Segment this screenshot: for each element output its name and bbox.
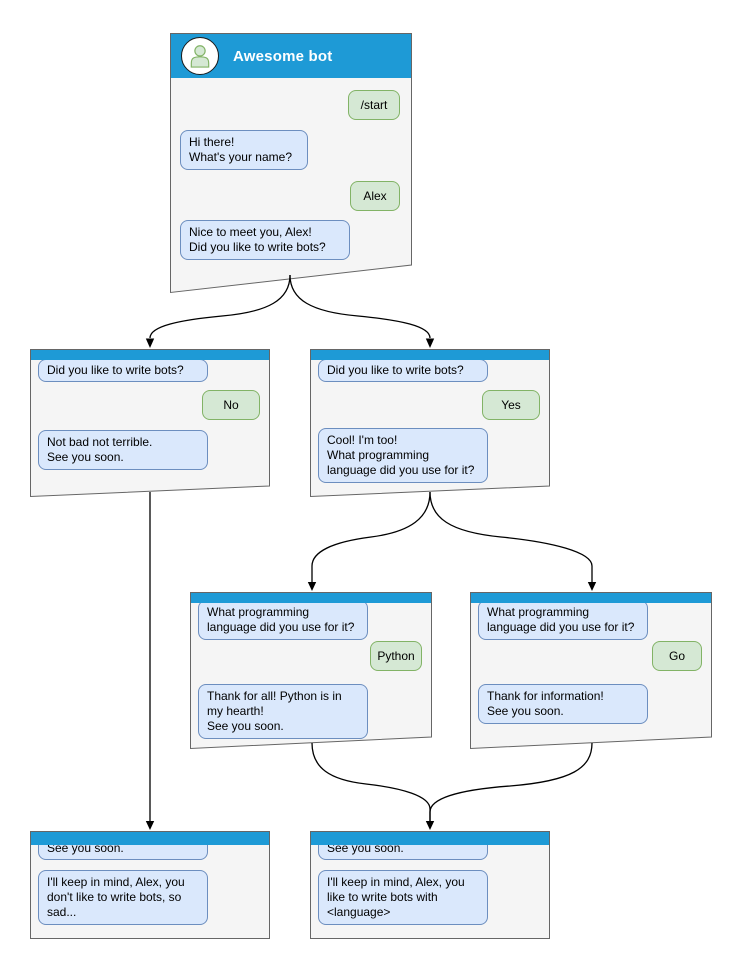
person-icon bbox=[190, 45, 210, 68]
arrow-yes-to-python bbox=[311, 491, 431, 582]
chat-window-header: Awesome bot bbox=[171, 34, 411, 78]
arrowhead-icon bbox=[145, 338, 155, 348]
arrowhead-icon bbox=[145, 821, 155, 830]
chat-window-end-yes: See you soon. I'll keep in mind, Alex, y… bbox=[310, 831, 550, 939]
bot-message-bubble: I'll keep in mind, Alex, you like to wri… bbox=[318, 870, 488, 925]
bot-message-bubble: Thank for all! Python is in my hearth! S… bbox=[198, 684, 368, 739]
chat-window-titlebar bbox=[31, 350, 269, 360]
bot-message-bubble: Did you like to write bots? bbox=[318, 359, 488, 382]
arrowhead-icon bbox=[425, 821, 435, 830]
bot-message-bubble: What programming language did you use fo… bbox=[198, 600, 368, 640]
arrowhead-icon bbox=[587, 582, 597, 591]
bot-message-bubble: Cool! I'm too! What programming language… bbox=[318, 428, 488, 483]
bot-message-bubble: Hi there! What's your name? bbox=[180, 130, 308, 170]
arrowhead-icon bbox=[425, 338, 435, 348]
chat-window-go-branch: What programming language did you use fo… bbox=[470, 592, 712, 750]
chat-window-titlebar bbox=[311, 350, 549, 360]
user-message-bubble: Python bbox=[370, 641, 422, 671]
arrowhead-icon bbox=[307, 582, 317, 591]
bot-message-bubble: Nice to meet you, Alex! Did you like to … bbox=[180, 220, 350, 260]
chat-window-end-no: See you soon. I'll keep in mind, Alex, y… bbox=[30, 831, 270, 939]
bot-message-bubble: Not bad not terrible. See you soon. bbox=[38, 430, 208, 470]
bot-message-bubble: What programming language did you use fo… bbox=[478, 600, 648, 640]
bot-message-bubble: I'll keep in mind, Alex, you don't like … bbox=[38, 870, 208, 925]
user-message-bubble: Alex bbox=[350, 181, 400, 211]
chat-window-titlebar bbox=[311, 832, 549, 845]
chat-window-python-branch: What programming language did you use fo… bbox=[190, 592, 432, 750]
bot-message-bubble: Thank for information! See you soon. bbox=[478, 684, 648, 724]
bot-message-bubble: Did you like to write bots? bbox=[38, 359, 208, 382]
chat-window-titlebar bbox=[31, 832, 269, 845]
chat-window-yes-branch: Did you like to write bots? Yes Cool! I'… bbox=[310, 349, 550, 498]
arrow-python-to-end bbox=[311, 742, 431, 821]
chat-window-no-branch: Did you like to write bots? No Not bad n… bbox=[30, 349, 270, 498]
bot-avatar bbox=[181, 37, 219, 75]
chat-window-titlebar bbox=[471, 593, 711, 603]
user-message-bubble: Yes bbox=[482, 390, 540, 420]
chat-window-title: Awesome bot bbox=[233, 47, 333, 65]
user-message-bubble: Go bbox=[652, 641, 702, 671]
arrow-yes-to-go bbox=[429, 491, 593, 582]
chat-window-titlebar bbox=[191, 593, 431, 603]
user-message-bubble: No bbox=[202, 390, 260, 420]
arrow-go-to-end bbox=[429, 742, 593, 821]
chat-window-root: Awesome bot /start Hi there! What's your… bbox=[170, 33, 412, 294]
user-message-bubble: /start bbox=[348, 90, 400, 120]
